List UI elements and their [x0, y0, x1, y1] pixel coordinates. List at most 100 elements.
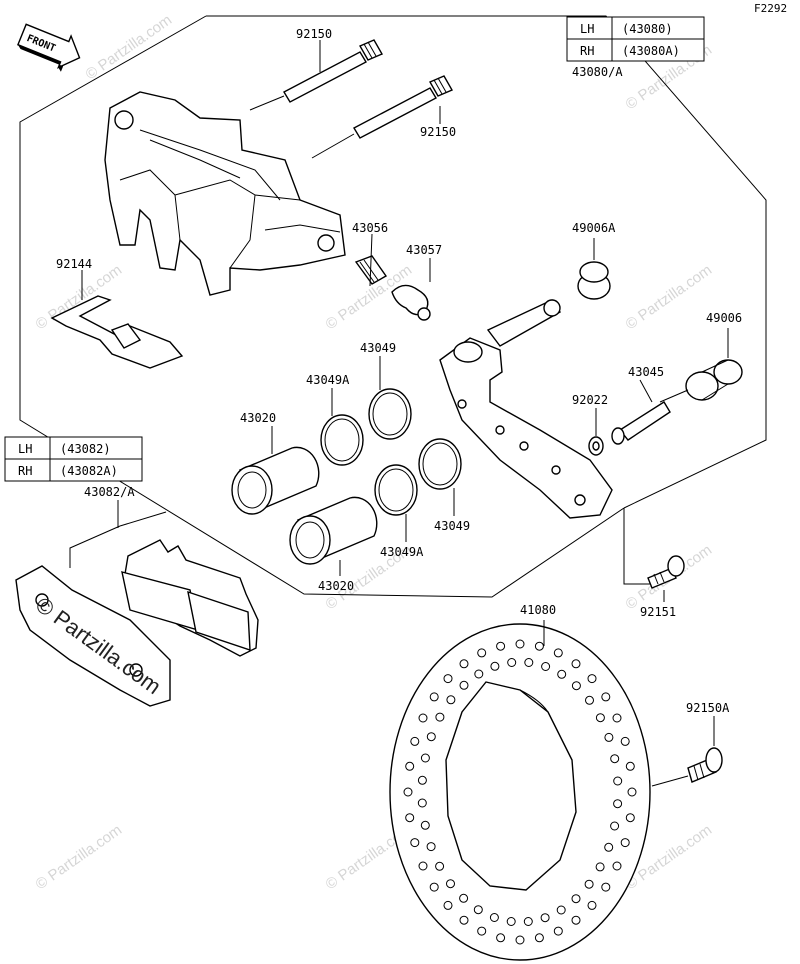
disc-hole: [474, 669, 484, 679]
callout-92150-lower: 92150: [420, 125, 456, 139]
caliper-body: [104, 91, 346, 296]
piston-seal-lower: [418, 438, 462, 516]
piston-seal-upper: [368, 356, 412, 440]
disc-hole: [477, 926, 487, 936]
disc-hole: [613, 776, 623, 786]
disc-hole: [490, 661, 500, 671]
disc-hole: [595, 862, 605, 872]
caliper-side-table: LH (43080) RH (43080A): [566, 16, 705, 62]
disc-hole: [496, 641, 506, 651]
disc-hole: [587, 674, 597, 684]
disc-hole: [429, 882, 439, 892]
callout-92150-upper: 92150: [296, 27, 332, 41]
disc-hole: [604, 732, 614, 742]
piston-lower: [289, 496, 378, 576]
disc-hole: [435, 861, 445, 871]
disc-hole: [420, 820, 430, 830]
disc-hole: [571, 894, 581, 904]
callout-49006a: 49006A: [572, 221, 616, 235]
disc-hole: [473, 905, 483, 915]
brake-disc: [389, 620, 651, 961]
disc-hole: [571, 681, 581, 691]
disc-hole: [420, 753, 430, 763]
disc-hole: [410, 736, 420, 746]
table-cell-part: (43080): [622, 22, 673, 36]
disc-hole: [507, 658, 517, 667]
disc-holes: [403, 639, 637, 945]
disc-hole: [604, 842, 614, 852]
disc-hole: [459, 659, 469, 669]
disc-bolt: [651, 716, 723, 787]
callout-43056: 43056: [352, 221, 388, 235]
disc-hole: [515, 935, 525, 945]
table-cell-side: RH: [580, 44, 594, 58]
disc-hole: [417, 798, 427, 808]
disc-hole: [540, 913, 550, 923]
disc-hole: [610, 821, 620, 831]
pads-side-table: LH (43082) RH (43082A): [4, 436, 143, 482]
table-cell-part: (43082A): [60, 464, 118, 478]
disc-hole: [595, 713, 605, 723]
disc-hole: [585, 695, 594, 705]
disc-hole: [489, 913, 499, 922]
callout-92151: 92151: [640, 605, 676, 619]
disc-hole: [601, 882, 611, 892]
disc-hole: [534, 933, 544, 943]
callout-43049-lower: 43049: [434, 519, 470, 533]
disc-hole: [524, 658, 534, 667]
watermark: © Partzilla.com: [33, 821, 126, 893]
disc-hole: [435, 712, 445, 722]
caliper-pin-lower: [311, 75, 453, 159]
disc-hole: [601, 692, 611, 702]
table-cell-side: LH: [580, 22, 594, 36]
callout-43057: 43057: [406, 243, 442, 257]
caliper-pin-upper: [249, 39, 383, 111]
disc-hole: [587, 900, 597, 910]
bracket-boot: [659, 328, 743, 403]
table-cell-part: (43080A): [622, 44, 680, 58]
disc-hole: [443, 900, 453, 910]
disc-hole: [627, 787, 637, 797]
watermark: © Partzilla.com: [83, 11, 176, 83]
disc-hole: [612, 861, 622, 871]
washer: [588, 408, 604, 456]
callout-92150a: 92150A: [686, 701, 730, 715]
pads-group-outline: [69, 511, 167, 568]
dust-seal-lower: [374, 464, 418, 542]
disc-hole: [429, 692, 439, 702]
caliper-assembly-outline: [19, 15, 767, 598]
caliper-bracket: [439, 299, 613, 519]
disc-hole: [403, 787, 413, 797]
disc-hole: [496, 933, 506, 943]
watermark: © Partzilla.com: [623, 261, 716, 333]
callout-43080: 43080/A: [572, 65, 623, 79]
disc-hole: [553, 926, 563, 936]
disc-hole: [620, 736, 630, 746]
bracket-bushing-a: [577, 238, 611, 300]
disc-hole: [459, 680, 469, 690]
piston-upper: [231, 426, 320, 515]
disc-hole: [625, 813, 635, 823]
disc-hole: [620, 838, 630, 848]
callout-43049a-upper: 43049A: [306, 373, 350, 387]
callout-43020-upper: 43020: [240, 411, 276, 425]
disc-hole: [613, 799, 623, 809]
table-cell-part: (43082): [60, 442, 111, 456]
disc-hole: [557, 669, 567, 679]
disc-hole: [534, 641, 544, 651]
callout-43049-upper: 43049: [360, 341, 396, 355]
disc-hole: [553, 648, 563, 658]
disc-hole: [418, 861, 428, 871]
dust-seal-upper: [320, 388, 364, 466]
callout-43045: 43045: [628, 365, 664, 379]
disc-hole: [584, 879, 594, 889]
disc-hole: [446, 695, 456, 705]
disc-hole: [446, 879, 455, 889]
callout-43082: 43082/A: [84, 485, 135, 499]
disc-hole: [426, 732, 436, 742]
disc-hole: [515, 639, 525, 649]
disc-hole: [459, 893, 469, 903]
table-cell-side: RH: [18, 464, 32, 478]
disc-hole: [405, 813, 415, 823]
